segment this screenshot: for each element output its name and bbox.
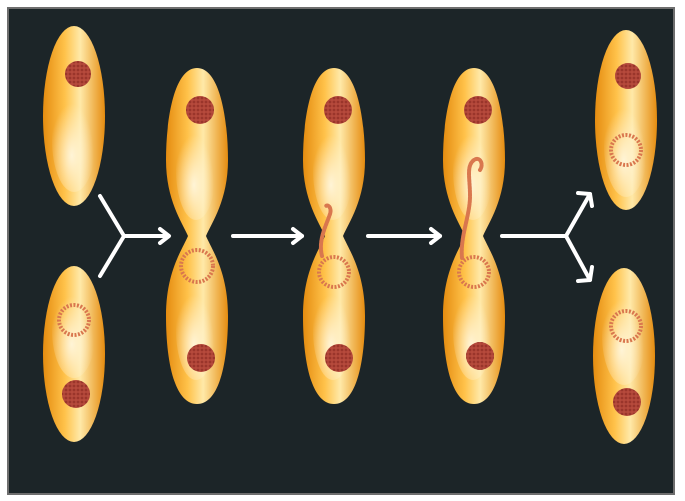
chromosome-cluster — [187, 344, 215, 372]
chromosome-cluster — [186, 96, 214, 124]
chromosome-cluster — [62, 380, 90, 408]
chromosome-cluster — [464, 96, 492, 124]
result-cell-bottom — [593, 268, 655, 444]
chromosome-cluster — [466, 342, 494, 370]
chromosome-cluster — [615, 63, 641, 89]
result-cell-top — [595, 30, 657, 210]
chromosome-cluster — [324, 96, 352, 124]
donor-cell — [43, 26, 105, 206]
chromosome-cluster — [325, 344, 353, 372]
chromosome-cluster — [613, 388, 641, 416]
recipient-cell — [43, 266, 105, 442]
chromosome-cluster — [65, 61, 91, 87]
